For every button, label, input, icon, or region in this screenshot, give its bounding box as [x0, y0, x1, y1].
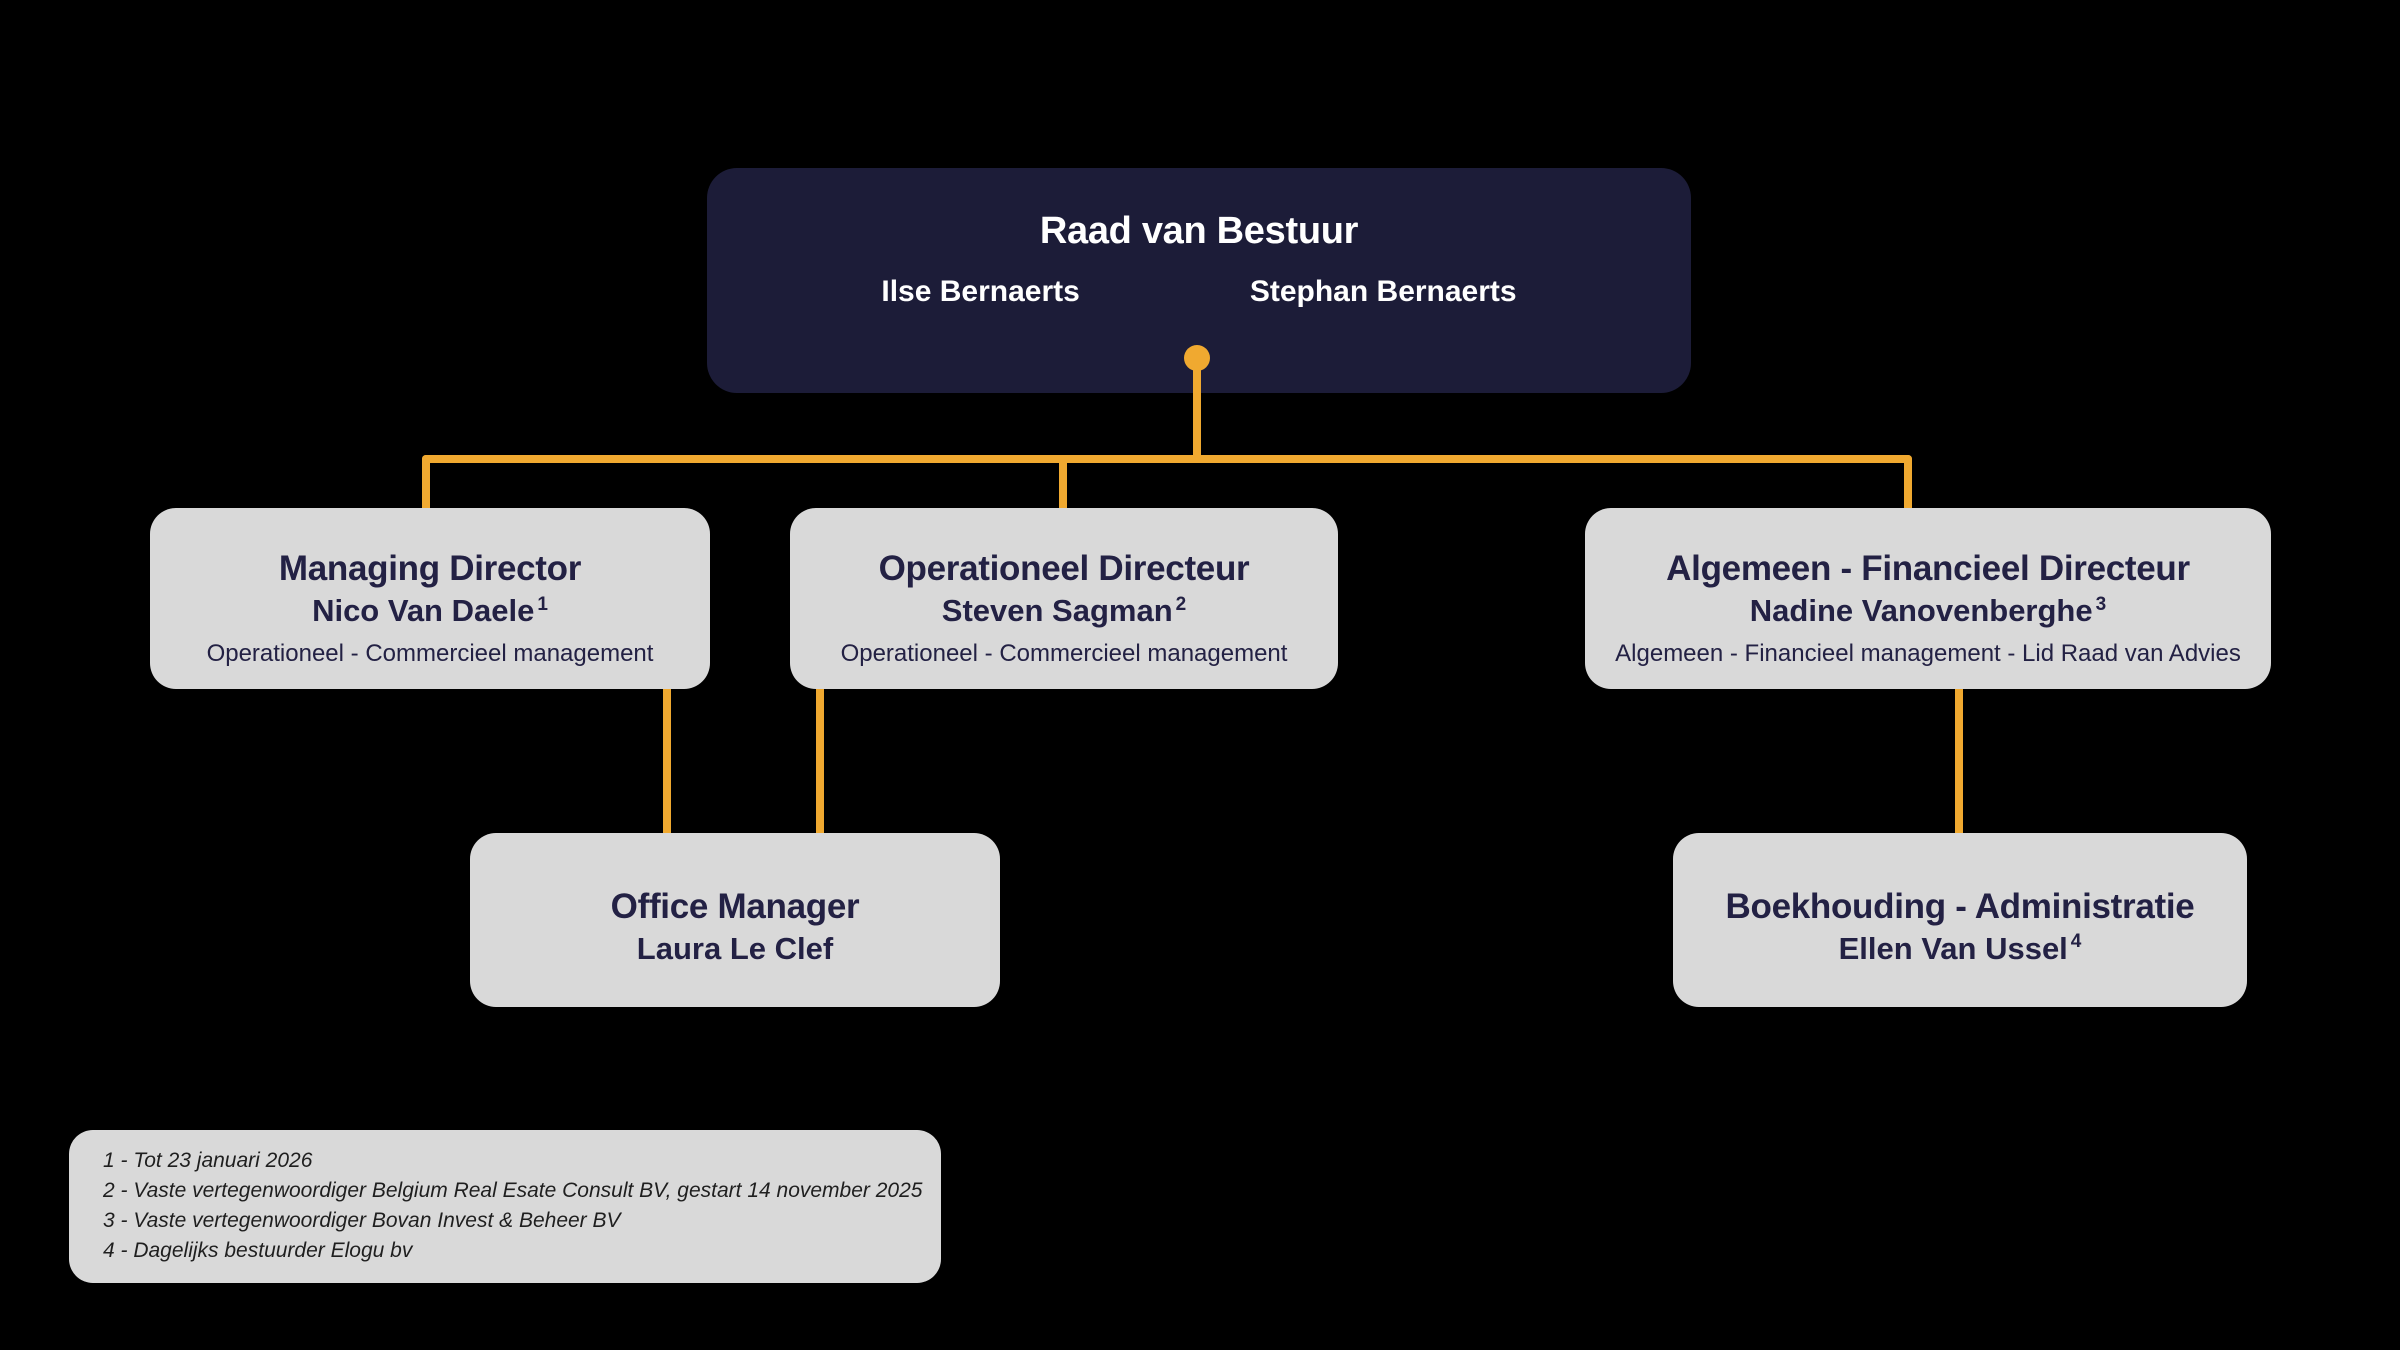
connector-horizontal-bar — [422, 455, 1912, 463]
person-name: Nico Van Daele — [312, 593, 535, 629]
footnote-ref: 4 — [2070, 931, 2082, 953]
role-title: Office Manager — [610, 886, 860, 926]
role-subtitle: Operationeel - Commercieel management — [840, 639, 1288, 667]
footnote-ref: 2 — [1175, 593, 1187, 615]
footnotes-box: 1 - Tot 23 januari 2026 2 - Vaste verteg… — [69, 1130, 941, 1283]
connector-drop-financieel-directeur — [1904, 455, 1912, 543]
connector-board-stem — [1193, 358, 1201, 463]
person-name: Nadine Vanovenberghe — [1749, 593, 2093, 629]
footnote-line: 4 - Dagelijks bestuurder Elogu bv — [103, 1239, 413, 1262]
connector-drop-managing-director — [422, 455, 430, 543]
connector-managing-director-to-office-manager — [663, 685, 671, 857]
board-member-name: Stephan Bernaerts — [1249, 275, 1517, 308]
connector-financieel-directeur-to-boekhouding — [1955, 685, 1963, 860]
algemeen-financieel-directeur-box: Algemeen - Financieel Directeur Nadine V… — [1585, 508, 2271, 689]
footnote-ref: 1 — [537, 593, 548, 615]
person-name: Laura Le Clef — [636, 930, 834, 966]
connector-operationeel-directeur-to-office-manager — [816, 685, 824, 857]
role-subtitle: Algemeen - Financieel management - Lid R… — [1615, 639, 2241, 667]
role-title: Managing Director — [278, 549, 582, 589]
role-title: Operationeel Directeur — [878, 549, 1250, 589]
board-members: Ilse Bernaerts Stephan Bernaerts — [707, 275, 1691, 309]
role-title: Boekhouding - Administratie — [1725, 886, 2195, 926]
footnote-ref: 3 — [2095, 593, 2107, 615]
boekhouding-administratie-box: Boekhouding - Administratie Ellen Van Us… — [1673, 833, 2247, 1007]
role-person: Laura Le Clef — [637, 930, 833, 969]
footnote-line: 3 - Vaste vertegenwoordiger Bovan Invest… — [103, 1209, 621, 1232]
connector-dot — [1184, 345, 1210, 371]
footnote-line: 2 - Vaste vertegenwoordiger Belgium Real… — [103, 1179, 923, 1202]
role-title: Algemeen - Financieel Directeur — [1666, 549, 2190, 589]
role-subtitle: Operationeel - Commercieel management — [206, 639, 654, 667]
person-name: Ellen Van Ussel — [1838, 930, 2068, 966]
footnote-line: 1 - Tot 23 januari 2026 — [103, 1149, 313, 1172]
office-manager-box: Office Manager Laura Le Clef — [470, 833, 1000, 1007]
connector-drop-operationeel-directeur — [1059, 455, 1067, 543]
person-name: Steven Sagman — [941, 593, 1173, 629]
board-member-name: Ilse Bernaerts — [881, 275, 1080, 308]
board-title: Raad van Bestuur — [1039, 210, 1359, 252]
